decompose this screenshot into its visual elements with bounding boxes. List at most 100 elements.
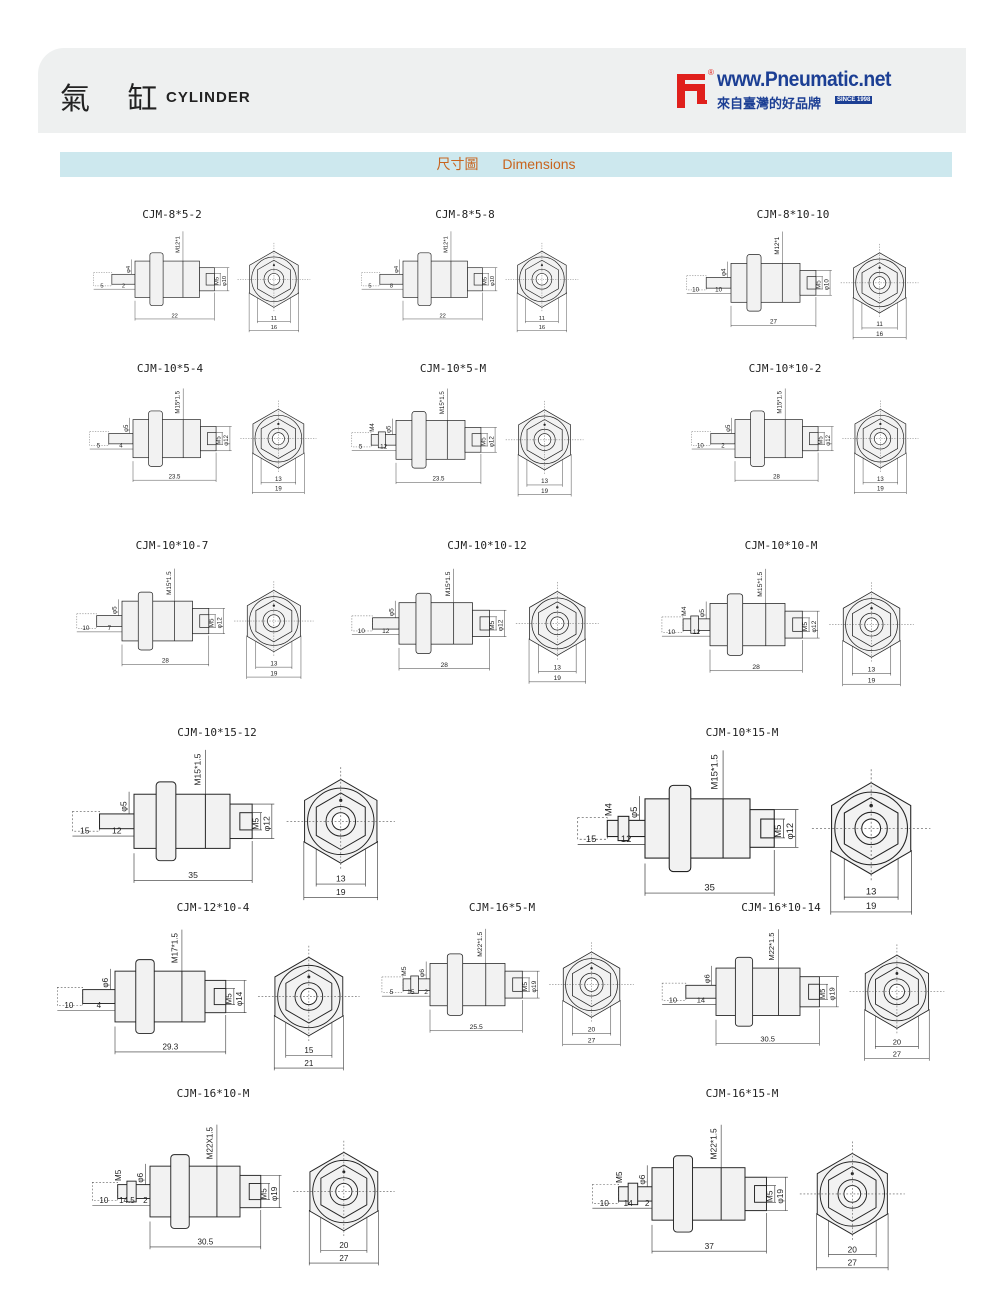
brand-mark-icon [677, 74, 707, 108]
model-title: CJM-16*5-M [468, 901, 536, 914]
bore-diameter-label: φ19 [531, 980, 538, 992]
rod-dimension-label: 14.5 [119, 1196, 135, 1205]
rod-dimension-label: 10 [669, 996, 677, 1005]
port-fitting [792, 617, 803, 632]
cylinder-body [121, 600, 193, 642]
rod-dimension-label: 10 [697, 443, 704, 449]
inner-width-label: 13 [275, 477, 282, 483]
inner-width-label: 13 [541, 478, 548, 485]
rod-dimension-label: 5 [100, 284, 103, 290]
dimensions-section-bar: 尺寸圖 Dimensions [60, 152, 952, 177]
rod-dimension-label: 15 [407, 989, 415, 996]
hex-width-label: 19 [275, 487, 282, 493]
length-label: 28 [752, 664, 760, 671]
marker-dot [543, 423, 546, 426]
page-header: 氣 缸 CYLINDER ® www.Pneumatic.net 來自臺灣的好品… [38, 48, 966, 133]
end-view: 13 19 [240, 400, 317, 495]
rod-thread-label: M4 [602, 803, 613, 816]
marker-dot [870, 607, 873, 610]
port-fitting [806, 276, 817, 290]
model-title: CJM-8*10-10 [756, 208, 830, 221]
bore-diameter-label: φ14 [235, 991, 244, 1006]
thread-label: M22X1.5 [205, 1126, 214, 1159]
rod-diameter-label: φ6 [703, 974, 712, 983]
rod-dimension-label: 14 [624, 1198, 634, 1208]
rod-diameter-label: φ6 [136, 1172, 145, 1182]
rod-dimension-label: 4 [119, 443, 123, 449]
section-title-cn: 尺寸圖 [436, 156, 479, 172]
cylinder-body [134, 260, 200, 298]
mounting-nut [446, 953, 464, 1016]
bore-diameter-label: φ12 [811, 620, 818, 632]
model-title: CJM-10*15-M [705, 726, 779, 739]
hex-width-label: 19 [270, 670, 278, 677]
model-title: CJM-8*5-2 [142, 208, 202, 221]
rod-dimension-label: 10 [668, 629, 676, 636]
rod-nut [126, 1180, 137, 1203]
inner-width-label: 11 [539, 316, 545, 322]
cylinder-body [398, 602, 473, 645]
bore-diameter-label: φ10 [823, 279, 830, 290]
port-fitting [207, 432, 217, 446]
rod-dimension-label: 7 [108, 625, 112, 632]
mounting-nut [750, 410, 765, 467]
port-label: M5 [815, 280, 822, 289]
inner-width-label: 13 [866, 885, 876, 896]
port-label: M5 [215, 277, 221, 285]
port-fitting [754, 1185, 767, 1203]
rod-diameter-label: φ5 [124, 424, 130, 432]
rod-dimension-label: 5 [390, 989, 394, 996]
end-view: 11 16 [505, 242, 579, 333]
cylinder-body [730, 263, 801, 303]
rod-diameter-label: φ4 [394, 265, 400, 273]
inner-width-label: 20 [848, 1244, 858, 1254]
thread-label: M15*1.5 [176, 390, 182, 413]
marker-dot [540, 264, 543, 267]
rod-dimension-label: 4 [97, 1001, 102, 1010]
bore-diameter-label: φ12 [261, 816, 271, 831]
section-title-en: Dimensions [502, 156, 576, 172]
hex-width-label: 19 [866, 900, 876, 911]
model-title: CJM-16*10-M [176, 1087, 250, 1100]
rod-thread-label: M5 [614, 1171, 624, 1183]
bore-diameter-label: φ10 [222, 276, 228, 286]
rod-diameter-label: φ5 [386, 425, 393, 433]
bore-diameter-label: φ12 [784, 823, 795, 840]
rod-diameter-label: φ4 [126, 265, 132, 273]
rod-dimension-label: 12 [693, 629, 701, 636]
length-label: 28 [773, 474, 780, 480]
model-title: CJM-8*5-8 [435, 208, 495, 221]
hex-width-label: 19 [868, 677, 876, 684]
model-title: CJM-10*15-12 [177, 726, 257, 739]
hex-width-label: 27 [893, 1049, 901, 1058]
thread-label: M12*1 [176, 236, 182, 253]
brand-logo: ® www.Pneumatic.net 來自臺灣的好品牌 SINCE 1998 [675, 68, 915, 114]
rod-dimension-label: 10 [99, 1196, 108, 1205]
length-label: 23.5 [432, 476, 445, 483]
inner-width-label: 20 [893, 1038, 901, 1047]
port-fitting [213, 988, 227, 1006]
marker-dot [272, 264, 275, 267]
thread-label: M22*1.5 [708, 1128, 718, 1159]
port-label: M5 [260, 1188, 269, 1200]
port-fitting [760, 818, 775, 839]
hex-width-label: 16 [539, 325, 545, 331]
inner-width-label: 20 [588, 1027, 596, 1034]
